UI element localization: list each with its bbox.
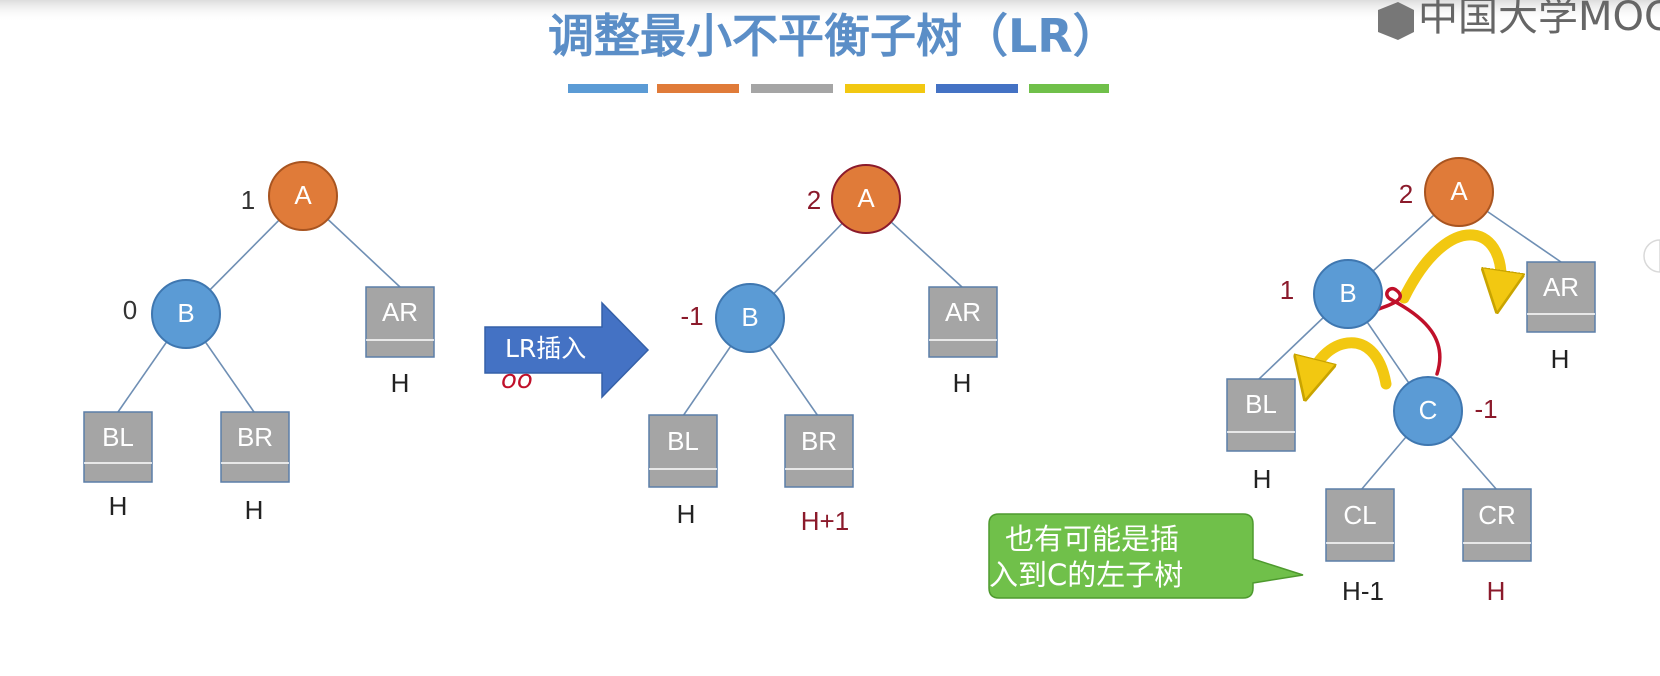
node-a: A (268, 161, 338, 231)
tree-lr-detail: A 2 B 1 C -1 AR H BL H CL H-1 (1226, 157, 1596, 606)
subtree-bl-label: BL (102, 422, 134, 452)
node-a: A (831, 164, 901, 234)
strip-darkblue (936, 84, 1018, 93)
tree-before-insert: A 1 B 0 AR H BL H BR H (83, 161, 435, 525)
logo-text: 中国大学MOOC (1418, 0, 1660, 40)
strip-yellow (845, 84, 925, 93)
subtree-cl: CL (1325, 488, 1395, 562)
height-cr: H (1487, 576, 1506, 606)
subtree-ar: AR (928, 286, 998, 358)
subtree-br-label: BR (237, 422, 273, 452)
node-c: C (1393, 376, 1463, 446)
height-ar: H (391, 368, 410, 398)
subtree-bl-label: BL (1245, 389, 1277, 419)
height-bl: H (677, 499, 696, 529)
subtree-ar-label: AR (1543, 272, 1579, 302)
height-cl: H-1 (1342, 576, 1384, 606)
callout-bubble (988, 513, 1304, 599)
height-bl: H (1253, 464, 1272, 494)
subtree-bl-label: BL (667, 426, 699, 456)
subtree-ar: AR (1526, 261, 1596, 333)
height-br: H (245, 495, 264, 525)
top-shadow (0, 0, 1660, 22)
strip-gray (751, 84, 833, 93)
subtree-cl-label: CL (1343, 500, 1376, 530)
page-title: 调整最小不平衡子树（LR） (548, 9, 1119, 63)
subtree-cr: CR (1462, 488, 1532, 562)
subtree-br-label: BR (801, 426, 837, 456)
lr-insert-arrow: LR插入 oo (484, 301, 650, 399)
node-a-label: A (1450, 176, 1468, 206)
height-br: H+1 (801, 506, 849, 536)
handwritten-mark: oo (501, 365, 533, 395)
node-a: A (1424, 157, 1494, 227)
rotate-right-arrow-icon (1398, 229, 1501, 298)
node-a-label: A (857, 183, 875, 213)
arrow-shape (484, 301, 650, 399)
mooc-logo: 中国大学MOOC (1378, 0, 1660, 40)
logo-icon (1378, 2, 1414, 40)
subtree-ar: AR (365, 286, 435, 358)
node-b-label: B (741, 302, 758, 332)
node-a-label: A (294, 180, 312, 210)
height-ar: H (953, 368, 972, 398)
arrow-label: LR插入 (505, 334, 586, 363)
tree-after-insert: A 2 B -1 AR H BL H BR H+1 (648, 164, 998, 536)
node-c-label: C (1419, 395, 1438, 425)
subtree-cr-label: CR (1478, 500, 1516, 530)
subtree-ar-label: AR (382, 297, 418, 327)
subtree-bl: BL (1226, 378, 1296, 452)
callout-line-1: 也有可能是插 (1005, 522, 1179, 556)
strip-orange (657, 84, 739, 93)
bf-a: 2 (1399, 179, 1413, 209)
bf-a: 1 (241, 185, 255, 215)
color-strip (568, 84, 1109, 93)
height-bl: H (109, 491, 128, 521)
rotate-left-arrow-icon (1310, 337, 1392, 384)
callout-line-2: 入到C的左子树 (989, 558, 1183, 592)
subtree-br: BR (220, 411, 290, 483)
subtree-br: BR (784, 414, 854, 488)
node-b: B (151, 279, 221, 349)
bf-c: -1 (1474, 394, 1497, 424)
bf-b: 0 (123, 295, 137, 325)
subtree-ar-label: AR (945, 297, 981, 327)
bf-b: -1 (680, 301, 703, 331)
callout-note: 也有可能是插 入到C的左子树 (988, 513, 1304, 599)
bf-a: 2 (807, 185, 821, 215)
strip-green (1029, 84, 1109, 93)
side-scroll-tab[interactable] (1643, 239, 1660, 273)
strip-blue (568, 84, 648, 93)
subtree-bl: BL (648, 414, 718, 488)
node-b: B (715, 283, 785, 353)
bf-b: 1 (1280, 275, 1294, 305)
node-b-label: B (177, 298, 194, 328)
ink-annotation (1374, 287, 1442, 376)
subtree-bl: BL (83, 411, 153, 483)
node-b-label: B (1339, 278, 1356, 308)
height-ar: H (1551, 344, 1570, 374)
node-b: B (1313, 259, 1383, 329)
